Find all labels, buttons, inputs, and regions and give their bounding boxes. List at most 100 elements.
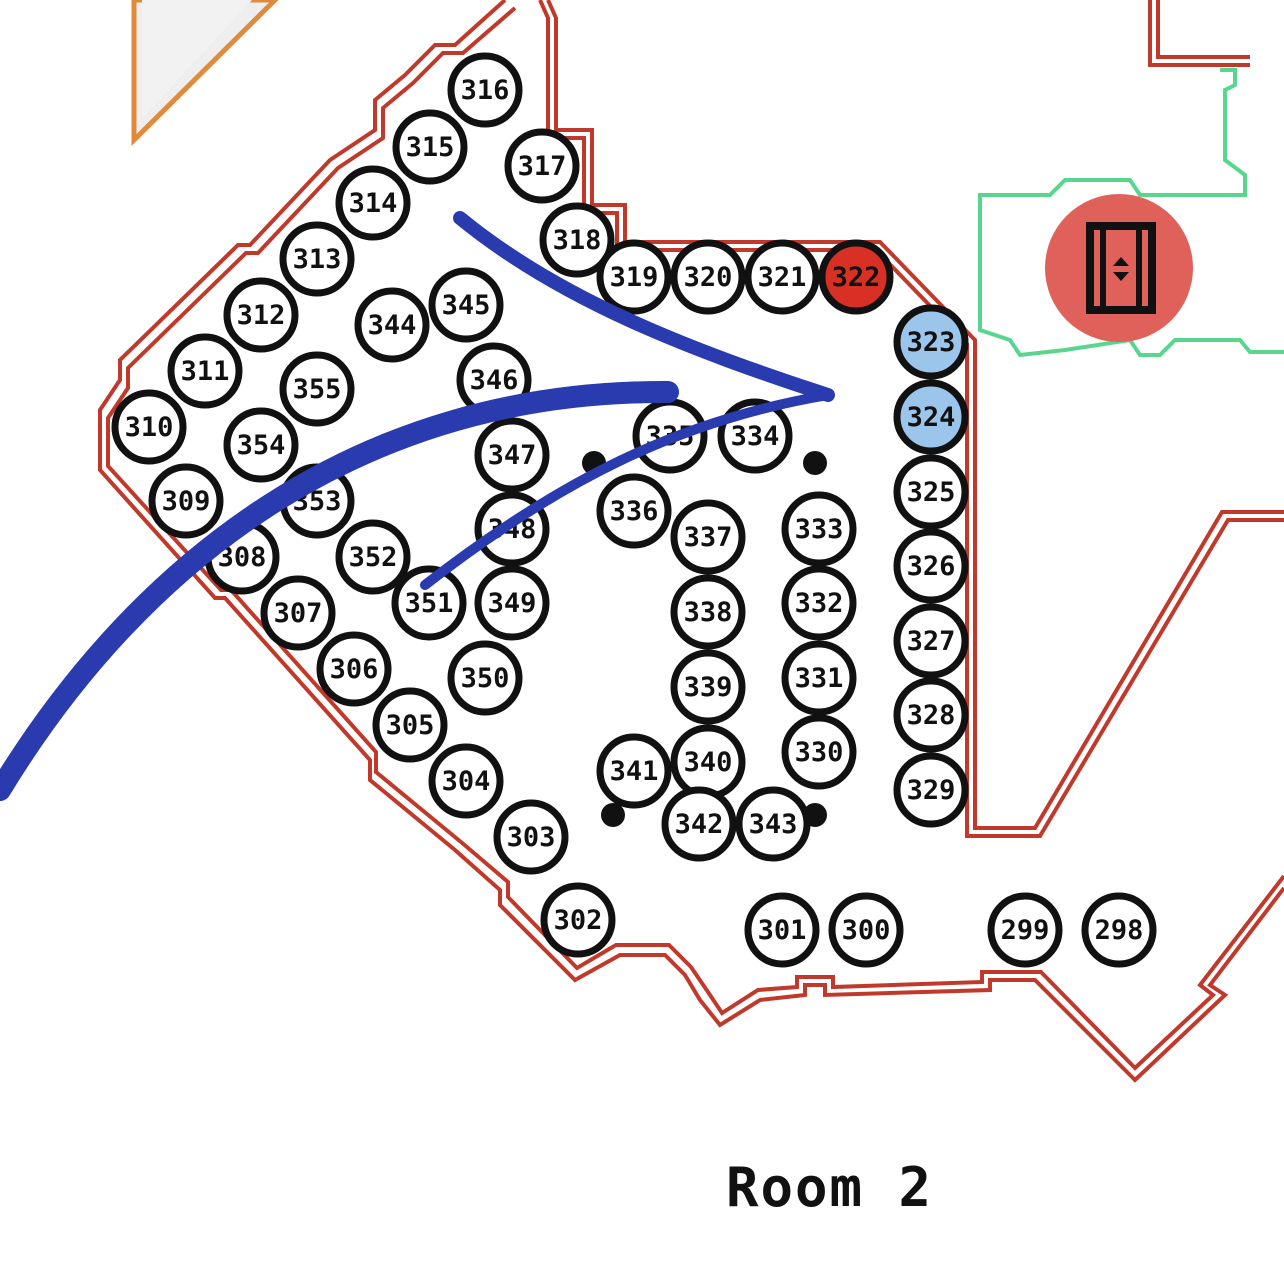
booth-309[interactable]: 309 <box>148 463 224 539</box>
booth-number: 309 <box>162 486 211 517</box>
booth-number: 311 <box>181 356 230 387</box>
booth-circle <box>493 799 569 875</box>
booth-300[interactable]: 300 <box>828 892 904 968</box>
booth-352[interactable]: 352 <box>335 519 411 595</box>
booth-318[interactable]: 318 <box>539 202 615 278</box>
booth-number: 336 <box>610 496 659 527</box>
booth-circle <box>540 882 616 958</box>
booth-number: 320 <box>684 262 733 293</box>
booth-312[interactable]: 312 <box>223 277 299 353</box>
booth-number: 346 <box>470 365 519 396</box>
booth-327[interactable]: 327 <box>893 603 969 679</box>
booth-number: 302 <box>554 905 603 936</box>
booth-310[interactable]: 310 <box>111 389 187 465</box>
booth-332[interactable]: 332 <box>781 565 857 641</box>
booth-345[interactable]: 345 <box>428 267 504 343</box>
booth-347[interactable]: 347 <box>474 417 550 493</box>
booth-343[interactable]: 343 <box>735 786 811 862</box>
booth-317[interactable]: 317 <box>504 128 580 204</box>
booth-circle <box>893 379 969 455</box>
booth-number: 299 <box>1001 915 1050 946</box>
booth-314[interactable]: 314 <box>335 165 411 241</box>
booth-circle <box>661 786 737 862</box>
booth-circle <box>447 640 523 716</box>
booth-number: 349 <box>488 588 537 619</box>
booth-number: 316 <box>461 75 510 106</box>
booth-circle <box>111 389 187 465</box>
booth-329[interactable]: 329 <box>893 752 969 828</box>
booth-313[interactable]: 313 <box>279 221 355 297</box>
booth-303[interactable]: 303 <box>493 799 569 875</box>
booth-344[interactable]: 344 <box>354 287 430 363</box>
booth-349[interactable]: 349 <box>474 565 550 641</box>
booth-342[interactable]: 342 <box>661 786 737 862</box>
booth-circle <box>474 565 550 641</box>
booth-number: 331 <box>795 663 844 694</box>
booth-number: 350 <box>461 663 510 694</box>
booth-321[interactable]: 321 <box>744 239 820 315</box>
booth-circle <box>893 752 969 828</box>
booth-316[interactable]: 316 <box>447 52 523 128</box>
booth-number: 337 <box>684 522 733 553</box>
booth-circle <box>392 109 468 185</box>
booth-number: 340 <box>684 747 733 778</box>
booth-315[interactable]: 315 <box>392 109 468 185</box>
booth-number: 334 <box>731 421 780 452</box>
booth-354[interactable]: 354 <box>223 407 299 483</box>
booth-number: 347 <box>488 440 537 471</box>
booth-305[interactable]: 305 <box>372 687 448 763</box>
booth-326[interactable]: 326 <box>893 528 969 604</box>
elevator-icon[interactable] <box>1045 194 1193 342</box>
booth-331[interactable]: 331 <box>781 640 857 716</box>
booth-339[interactable]: 339 <box>670 649 746 725</box>
booth-299[interactable]: 299 <box>987 892 1063 968</box>
booth-circle <box>391 565 467 641</box>
booth-circle <box>167 333 243 409</box>
booth-number: 355 <box>293 374 342 405</box>
booth-298[interactable]: 298 <box>1081 892 1157 968</box>
booth-320[interactable]: 320 <box>670 239 746 315</box>
booth-number: 319 <box>610 262 659 293</box>
booth-322[interactable]: 322 <box>818 239 894 315</box>
booth-circle <box>447 52 523 128</box>
booth-306[interactable]: 306 <box>316 631 392 707</box>
booth-351[interactable]: 351 <box>391 565 467 641</box>
booth-number: 327 <box>907 626 956 657</box>
booth-311[interactable]: 311 <box>167 333 243 409</box>
booth-323[interactable]: 323 <box>893 304 969 380</box>
booth-324[interactable]: 324 <box>893 379 969 455</box>
booth-341[interactable]: 341 <box>596 733 672 809</box>
booth-circle <box>893 528 969 604</box>
booth-circle <box>670 239 746 315</box>
booth-circle <box>260 575 336 651</box>
booth-328[interactable]: 328 <box>893 677 969 753</box>
booth-302[interactable]: 302 <box>540 882 616 958</box>
booth-number: 322 <box>832 262 881 293</box>
booth-number: 312 <box>237 300 286 331</box>
booth-325[interactable]: 325 <box>893 454 969 530</box>
booth-number: 329 <box>907 775 956 806</box>
booth-336[interactable]: 336 <box>596 473 672 549</box>
booth-number: 310 <box>125 412 174 443</box>
booth-337[interactable]: 337 <box>670 499 746 575</box>
booth-304[interactable]: 304 <box>428 743 504 819</box>
booth-319[interactable]: 319 <box>596 239 672 315</box>
booth-number: 332 <box>795 588 844 619</box>
booth-circle <box>148 463 224 539</box>
booth-number: 324 <box>907 402 956 433</box>
booth-355[interactable]: 355 <box>279 351 355 427</box>
booth-number: 305 <box>386 710 435 741</box>
room-label: Room 2 <box>726 1156 934 1219</box>
booth-338[interactable]: 338 <box>670 574 746 650</box>
booth-circle <box>670 574 746 650</box>
booth-number: 354 <box>237 430 286 461</box>
booth-307[interactable]: 307 <box>260 575 336 651</box>
booth-301[interactable]: 301 <box>744 892 820 968</box>
booth-circle <box>504 128 580 204</box>
booth-circle <box>223 407 299 483</box>
booth-330[interactable]: 330 <box>781 714 857 790</box>
booth-333[interactable]: 333 <box>781 491 857 567</box>
booth-350[interactable]: 350 <box>447 640 523 716</box>
booth-340[interactable]: 340 <box>670 724 746 800</box>
